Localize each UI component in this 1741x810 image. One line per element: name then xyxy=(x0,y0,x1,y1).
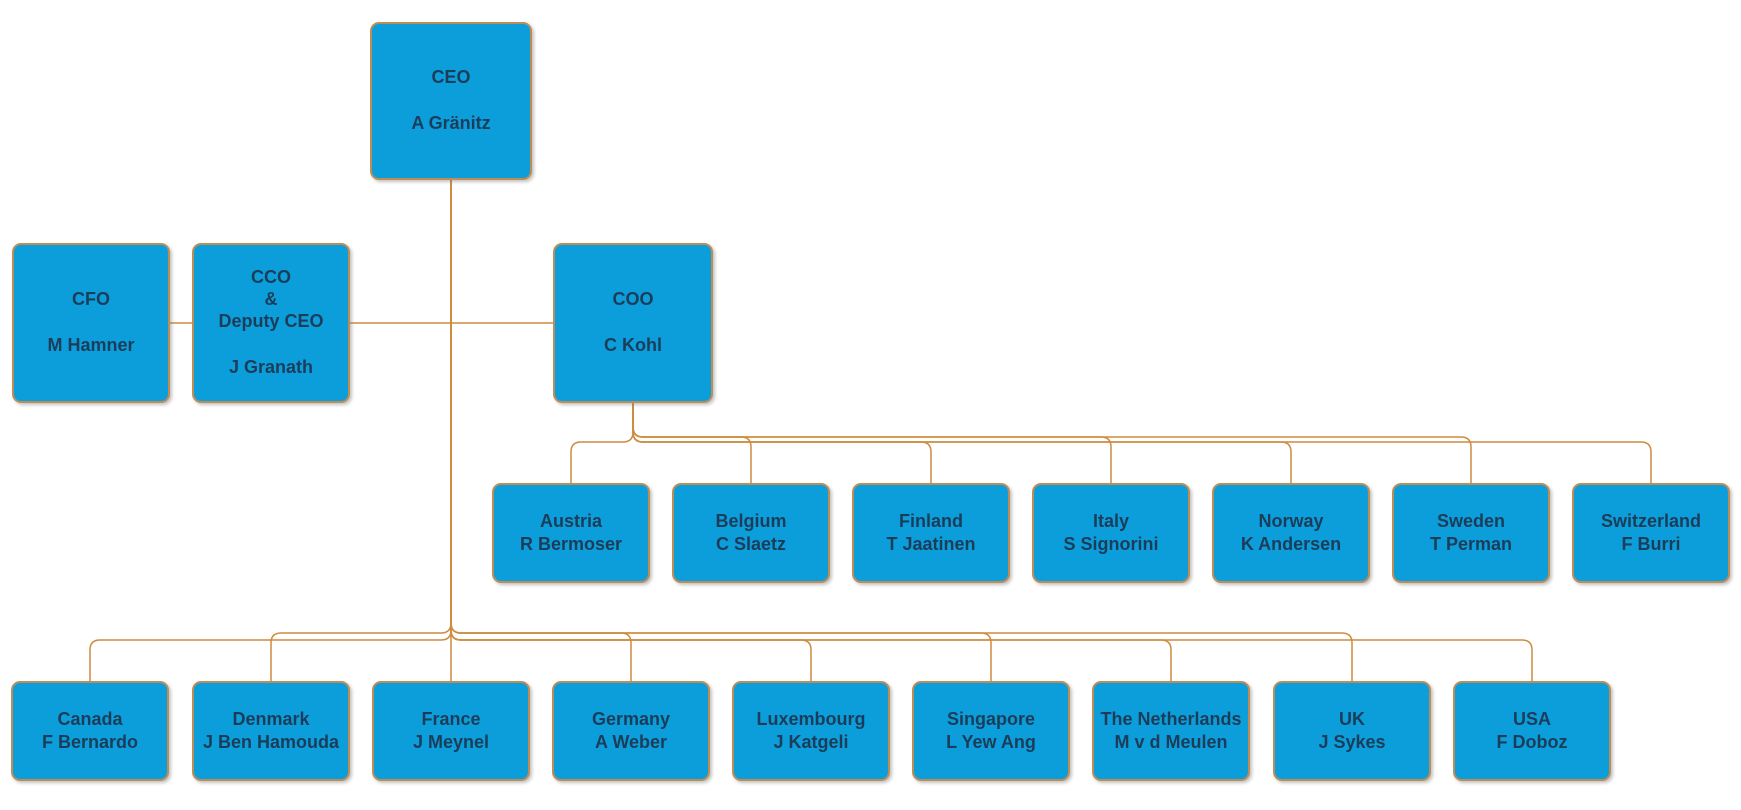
node-person-name: F Bernardo xyxy=(41,732,138,752)
node-title: Canada xyxy=(57,708,123,729)
org-node-cfo[interactable]: CFO M Hamner xyxy=(12,243,170,403)
org-node-singapore[interactable]: Singapore L Yew Ang xyxy=(912,681,1070,781)
node-title: France xyxy=(421,708,481,729)
org-node-belgium[interactable]: Belgium C Slaetz xyxy=(672,483,830,583)
node-title: Singapore xyxy=(946,708,1035,729)
node-title: CEO xyxy=(431,67,471,88)
node-title: Switzerland xyxy=(1600,510,1702,531)
node-person-name: A Gränitz xyxy=(411,113,491,133)
org-node-norway[interactable]: Norway K Andersen xyxy=(1212,483,1370,583)
connector-norway xyxy=(632,403,1292,483)
node-person-name: F Doboz xyxy=(1496,732,1568,752)
org-node-finland[interactable]: Finland T Jaatinen xyxy=(852,483,1010,583)
connector-singapore xyxy=(450,180,992,681)
node-title: CFO xyxy=(72,289,110,310)
org-node-austria[interactable]: Austria R Bermoser xyxy=(492,483,650,583)
node-title: Luxembourg xyxy=(756,708,866,729)
node-person-name: L Yew Ang xyxy=(946,732,1036,752)
node-person-name: C Slaetz xyxy=(715,534,787,554)
node-title: Austria xyxy=(539,510,602,531)
node-person-name: J Granath xyxy=(228,356,314,377)
org-node-cco[interactable]: CCO & Deputy CEO J Granath xyxy=(192,243,350,403)
org-node-denmark[interactable]: Denmark J Ben Hamouda xyxy=(192,681,350,781)
org-node-italy[interactable]: Italy S Signorini xyxy=(1032,483,1190,583)
org-node-coo[interactable]: COO C Kohl xyxy=(553,243,713,403)
node-person-name: J Meynel xyxy=(412,732,490,752)
node-title: Finland xyxy=(899,510,963,531)
connector-italy xyxy=(632,403,1112,483)
connector-sweden xyxy=(632,403,1472,483)
node-person-name: M Hamner xyxy=(47,335,135,355)
node-person-name: J Ben Hamouda xyxy=(202,732,340,752)
node-person-name: J Sykes xyxy=(1318,732,1386,752)
node-person-name: C Kohl xyxy=(604,335,662,355)
connector-switzerland xyxy=(632,403,1652,483)
node-person-name: J Katgeli xyxy=(773,732,849,752)
org-node-switzerland[interactable]: Switzerland F Burri xyxy=(1572,483,1730,583)
node-person-name: M v d Meulen xyxy=(1114,732,1228,752)
node-person-name: F Burri xyxy=(1621,534,1681,554)
org-node-ceo[interactable]: CEO A Gränitz xyxy=(370,22,532,180)
org-node-luxembourg[interactable]: Luxembourg J Katgeli xyxy=(732,681,890,781)
org-node-netherlands[interactable]: The Netherlands M v d Meulen xyxy=(1092,681,1250,781)
node-title: CCO & Deputy CEO xyxy=(218,267,324,331)
connector-austria xyxy=(570,403,634,483)
org-node-france[interactable]: France J Meynel xyxy=(372,681,530,781)
node-person-name: K Andersen xyxy=(1240,534,1342,554)
org-node-canada[interactable]: Canada F Bernardo xyxy=(11,681,169,781)
connector-belgium xyxy=(632,403,752,483)
org-node-sweden[interactable]: Sweden T Perman xyxy=(1392,483,1550,583)
node-title: Norway xyxy=(1258,510,1324,531)
node-title: COO xyxy=(612,289,654,310)
connector-finland xyxy=(632,403,932,483)
node-title: Germany xyxy=(591,708,671,729)
node-person-name: S Signorini xyxy=(1063,534,1159,554)
org-node-usa[interactable]: USA F Doboz xyxy=(1453,681,1611,781)
org-node-uk[interactable]: UK J Sykes xyxy=(1273,681,1431,781)
org-node-germany[interactable]: Germany A Weber xyxy=(552,681,710,781)
node-title: The Netherlands xyxy=(1100,708,1242,729)
node-person-name: T Perman xyxy=(1429,534,1513,554)
node-title: UK xyxy=(1339,708,1365,729)
node-title: Belgium xyxy=(715,510,787,531)
node-title: Denmark xyxy=(232,708,310,729)
node-title: Italy xyxy=(1092,510,1130,531)
node-person-name: A Weber xyxy=(594,732,668,752)
node-title: USA xyxy=(1512,708,1551,729)
node-person-name: R Bermoser xyxy=(519,534,623,554)
node-person-name: T Jaatinen xyxy=(886,534,976,554)
node-title: Sweden xyxy=(1436,510,1506,531)
